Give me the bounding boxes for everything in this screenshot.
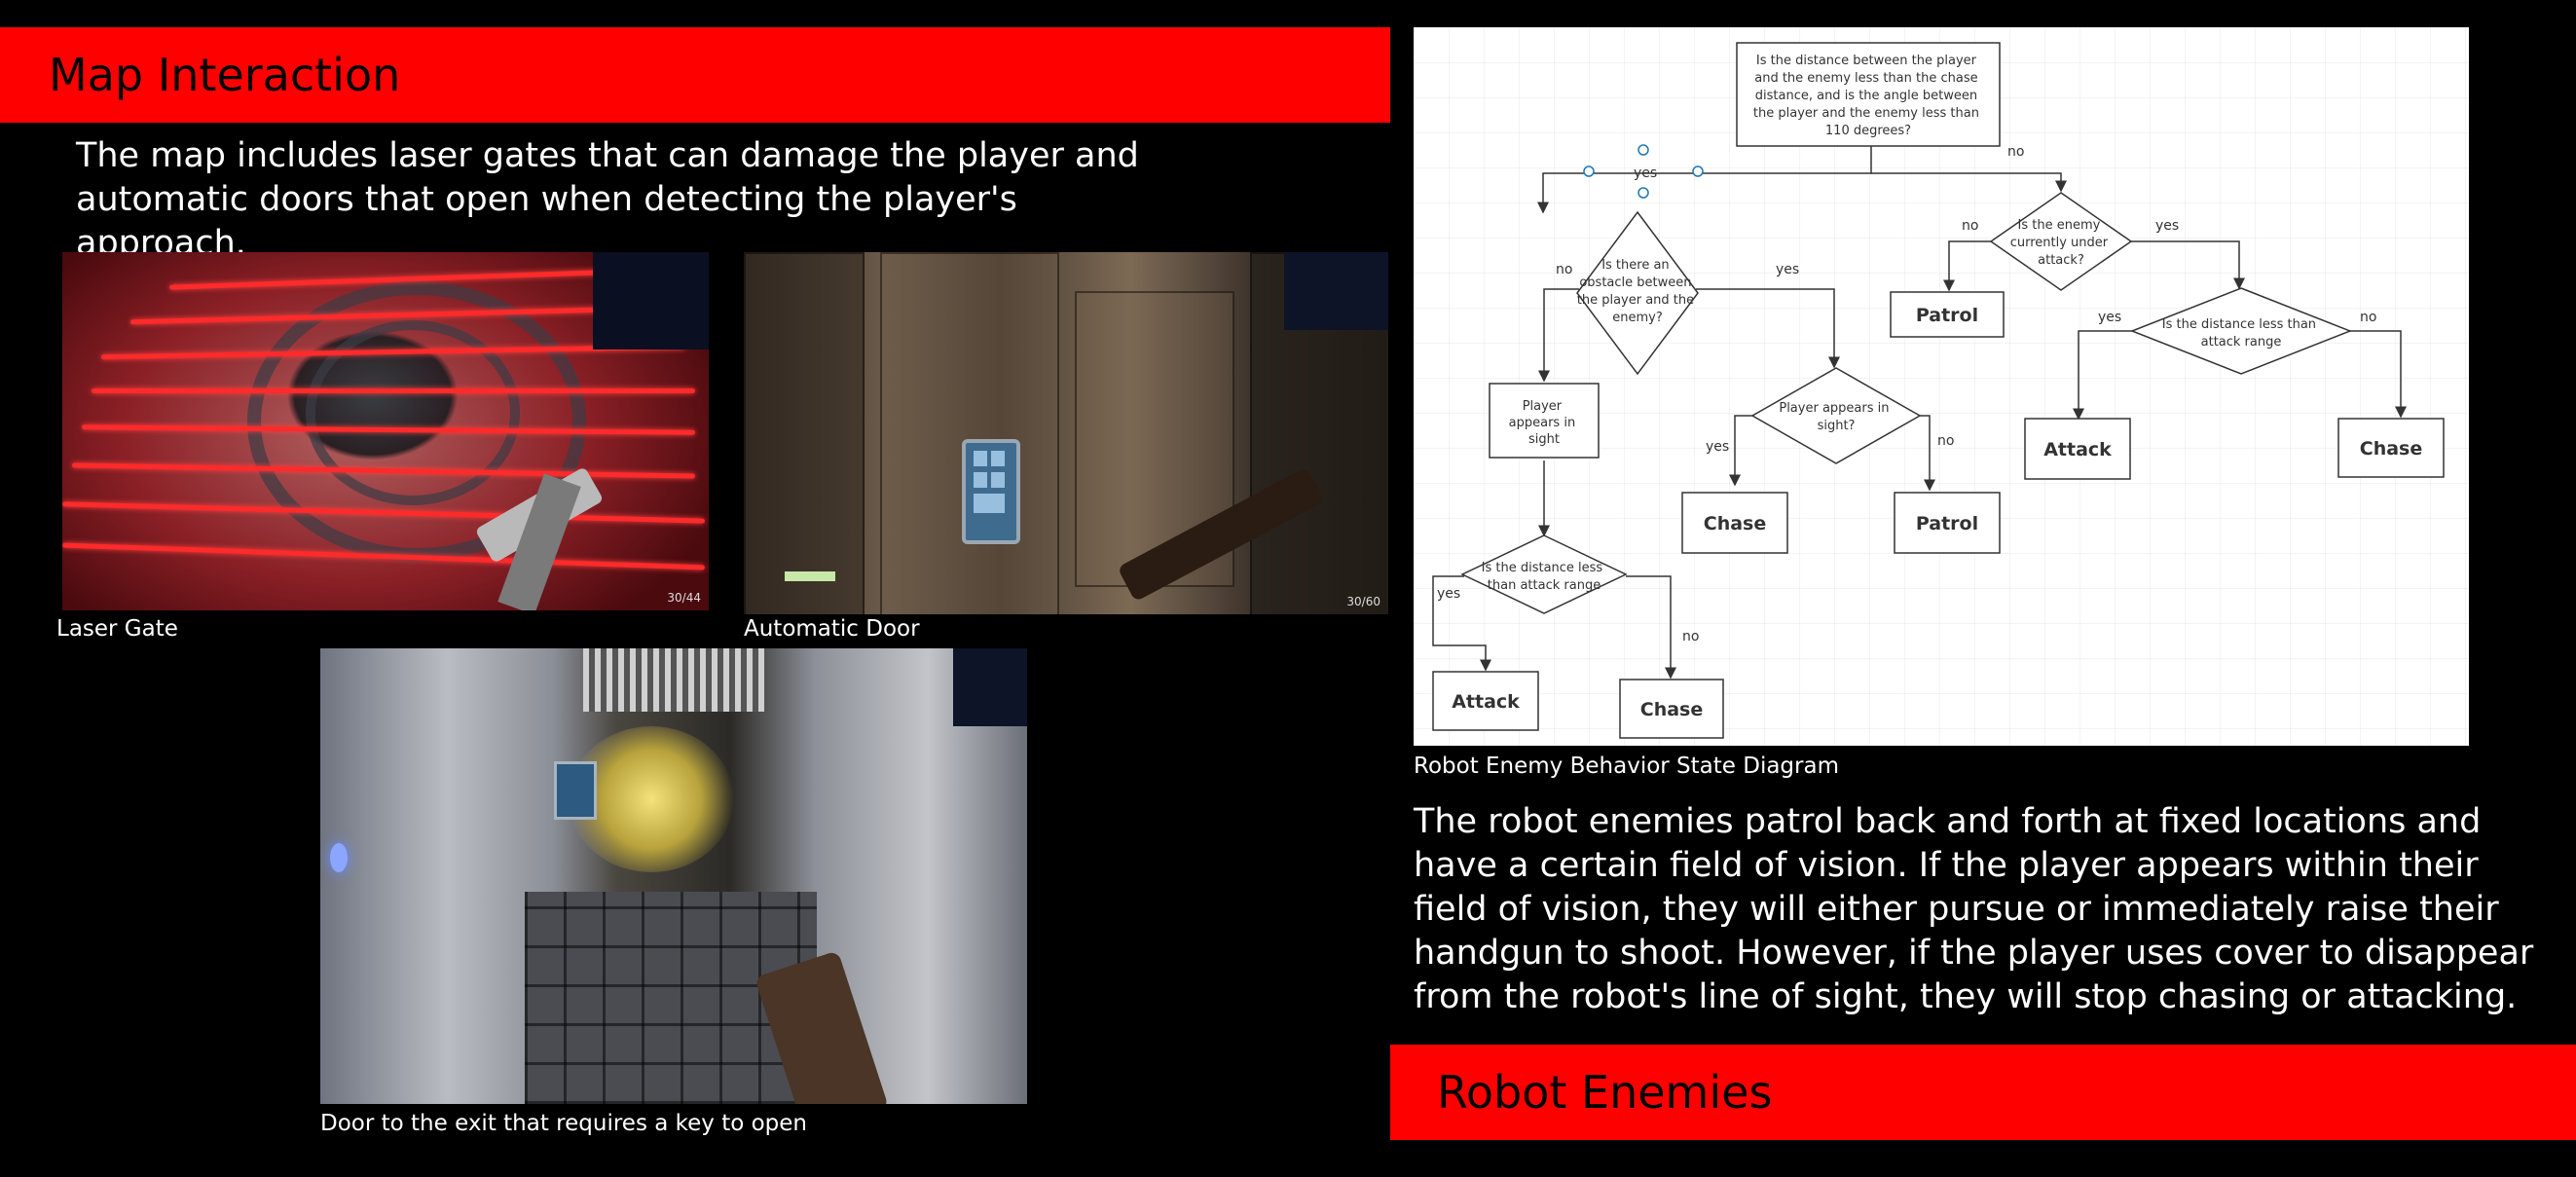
edge-obstacle-no: no xyxy=(1556,262,1572,277)
appears-in-sight-box xyxy=(1489,383,1600,459)
appears-box-text: Player appears in sight xyxy=(1509,399,1580,447)
edge-appears-no: no xyxy=(1937,433,1954,449)
automatic-door-caption: Automatic Door xyxy=(744,616,920,642)
edge-root-no: no xyxy=(2007,144,2024,160)
edge-range-left-no: no xyxy=(1682,629,1699,644)
map-interaction-title: Map Interaction xyxy=(49,49,401,101)
state-patrol-top-label: Patrol xyxy=(1916,305,1978,326)
automatic-door-counter: 30/60 xyxy=(1346,595,1380,608)
state-patrol-mid xyxy=(1894,492,2001,554)
diagram-connectors xyxy=(1432,146,2407,680)
robot-enemies-description: The robot enemies patrol back and forth … xyxy=(1414,802,2534,1016)
state-attack-left xyxy=(1432,671,1539,731)
appears-question-text: Player appears in sight? xyxy=(1779,401,1893,433)
robot-state-diagram: Is the distance between the player and t… xyxy=(1414,27,2469,746)
under-attack-question-text: Is the enemy currently under attack? xyxy=(2010,218,2113,268)
exit-door-image xyxy=(320,648,1027,1104)
diagram-caption: Robot Enemy Behavior State Diagram xyxy=(1414,754,1839,779)
exit-door-caption: Door to the exit that requires a key to … xyxy=(320,1111,808,1136)
edge-obstacle-yes: yes xyxy=(1776,262,1799,277)
state-chase-left-label: Chase xyxy=(1640,699,1704,720)
state-attack-left-label: Attack xyxy=(1452,691,1520,713)
state-chase-left xyxy=(1619,679,1724,739)
appears-in-sight-decision xyxy=(1750,367,1922,464)
attack-range-decision-right xyxy=(2129,287,2353,375)
laser-gate-counter: 30/44 xyxy=(667,591,701,605)
selection-handles xyxy=(1583,144,1704,199)
obstacle-decision xyxy=(1576,210,1699,376)
state-patrol-mid-label: Patrol xyxy=(1916,513,1978,534)
automatic-door-image: 30/60 xyxy=(744,252,1388,614)
state-chase-right-label: Chase xyxy=(2360,438,2423,460)
edge-range-right-no: no xyxy=(2360,310,2376,325)
state-chase-right xyxy=(2337,418,2445,478)
state-chase-mid-label: Chase xyxy=(1704,513,1767,534)
map-interaction-banner: Map Interaction xyxy=(0,27,1390,123)
edge-under-attack-no: no xyxy=(1962,218,1978,234)
robot-enemies-banner: Robot Enemies xyxy=(1390,1045,2576,1140)
state-attack-right xyxy=(2024,418,2131,480)
under-attack-decision xyxy=(1989,192,2133,291)
edge-root-yes: yes xyxy=(1634,166,1657,181)
state-patrol-top xyxy=(1890,291,2005,338)
obstacle-question-text: Is there an obstacle between the player … xyxy=(1577,258,1699,325)
map-interaction-description: The map includes laser gates that can da… xyxy=(76,136,1139,263)
root-question-text: Is the distance between the player and t… xyxy=(1753,54,1983,138)
laser-gate-image: 30/44 xyxy=(62,252,709,610)
edge-range-right-yes: yes xyxy=(2098,310,2121,325)
edge-appears-yes: yes xyxy=(1706,439,1729,455)
state-attack-right-label: Attack xyxy=(2043,439,2112,460)
laser-gate-caption: Laser Gate xyxy=(56,616,178,642)
attack-range-left-text: Is the distance less than attack range xyxy=(1482,561,1607,593)
attack-range-decision-left xyxy=(1460,534,1628,614)
edge-range-left-yes: yes xyxy=(1437,586,1460,602)
attack-range-right-text: Is the distance less than attack range xyxy=(2162,317,2320,349)
state-chase-mid xyxy=(1681,492,1788,554)
robot-enemies-title: Robot Enemies xyxy=(1437,1066,1773,1119)
root-question-box xyxy=(1736,42,2001,147)
edge-under-attack-yes: yes xyxy=(2155,218,2179,234)
